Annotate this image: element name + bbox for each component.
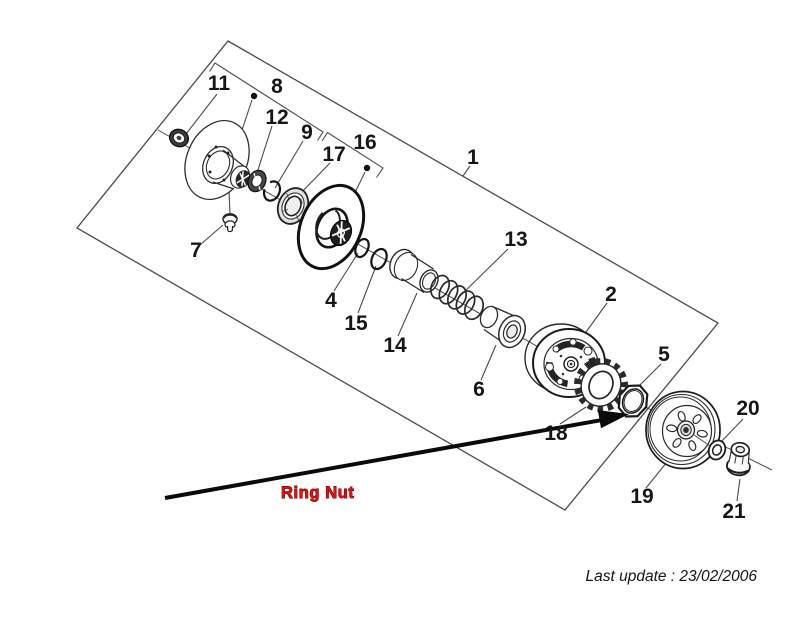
part-label-13: 13 <box>504 228 527 251</box>
part-label-8: 8 <box>271 75 283 98</box>
ref-dot-8 <box>250 92 258 100</box>
part-label-9: 9 <box>301 121 313 144</box>
part-label-17: 17 <box>322 143 345 166</box>
part-label-6: 6 <box>473 378 485 401</box>
ring-nut-arrow <box>164 410 629 500</box>
part-19-clutch-bell <box>645 390 721 470</box>
last-update-text: Last update : 23/02/2006 <box>585 568 757 585</box>
part-8-rear-pulley-half <box>184 119 251 201</box>
part-label-14: 14 <box>383 334 407 357</box>
part-label-11: 11 <box>208 72 231 95</box>
part-label-5: 5 <box>658 343 670 366</box>
ref-dot-16 <box>363 164 371 172</box>
part-11-nut <box>168 128 190 148</box>
group-brackets <box>209 62 384 178</box>
part-17-bearing <box>276 187 310 225</box>
assembly-frame <box>76 40 719 511</box>
part-label-12: 12 <box>265 106 288 129</box>
part-label-2: 2 <box>605 283 617 306</box>
part-label-1: 1 <box>467 146 479 169</box>
part-12-bearing <box>247 169 267 193</box>
part-6-spring-cup <box>479 305 526 349</box>
part-5-ring-nut <box>617 384 649 418</box>
part-label-20: 20 <box>736 397 759 420</box>
leader-lines <box>185 93 744 502</box>
part-14-sleeve <box>389 248 439 294</box>
part-9-circlip <box>262 180 282 202</box>
part-13-spring <box>429 274 485 321</box>
ring-nut-label: Ring Nut <box>281 484 355 502</box>
part-label-16: 16 <box>353 131 376 154</box>
part-20-washer <box>707 439 727 461</box>
part-label-19: 19 <box>630 485 653 508</box>
part-label-21: 21 <box>722 500 746 523</box>
part-label-18: 18 <box>544 422 568 445</box>
part-label-15: 15 <box>344 312 368 335</box>
part-16-front-pulley-half <box>296 183 366 271</box>
part-15-o-ring <box>370 247 388 271</box>
part-4-o-ring <box>354 237 370 259</box>
part-label-7: 7 <box>190 239 202 262</box>
part-number-labels: 11 8 12 9 17 16 1 7 4 15 14 13 6 2 18 5 … <box>190 72 760 523</box>
part-21-flange-nut <box>726 441 751 477</box>
part-7-bolt <box>222 213 238 233</box>
part-label-4: 4 <box>325 289 337 312</box>
